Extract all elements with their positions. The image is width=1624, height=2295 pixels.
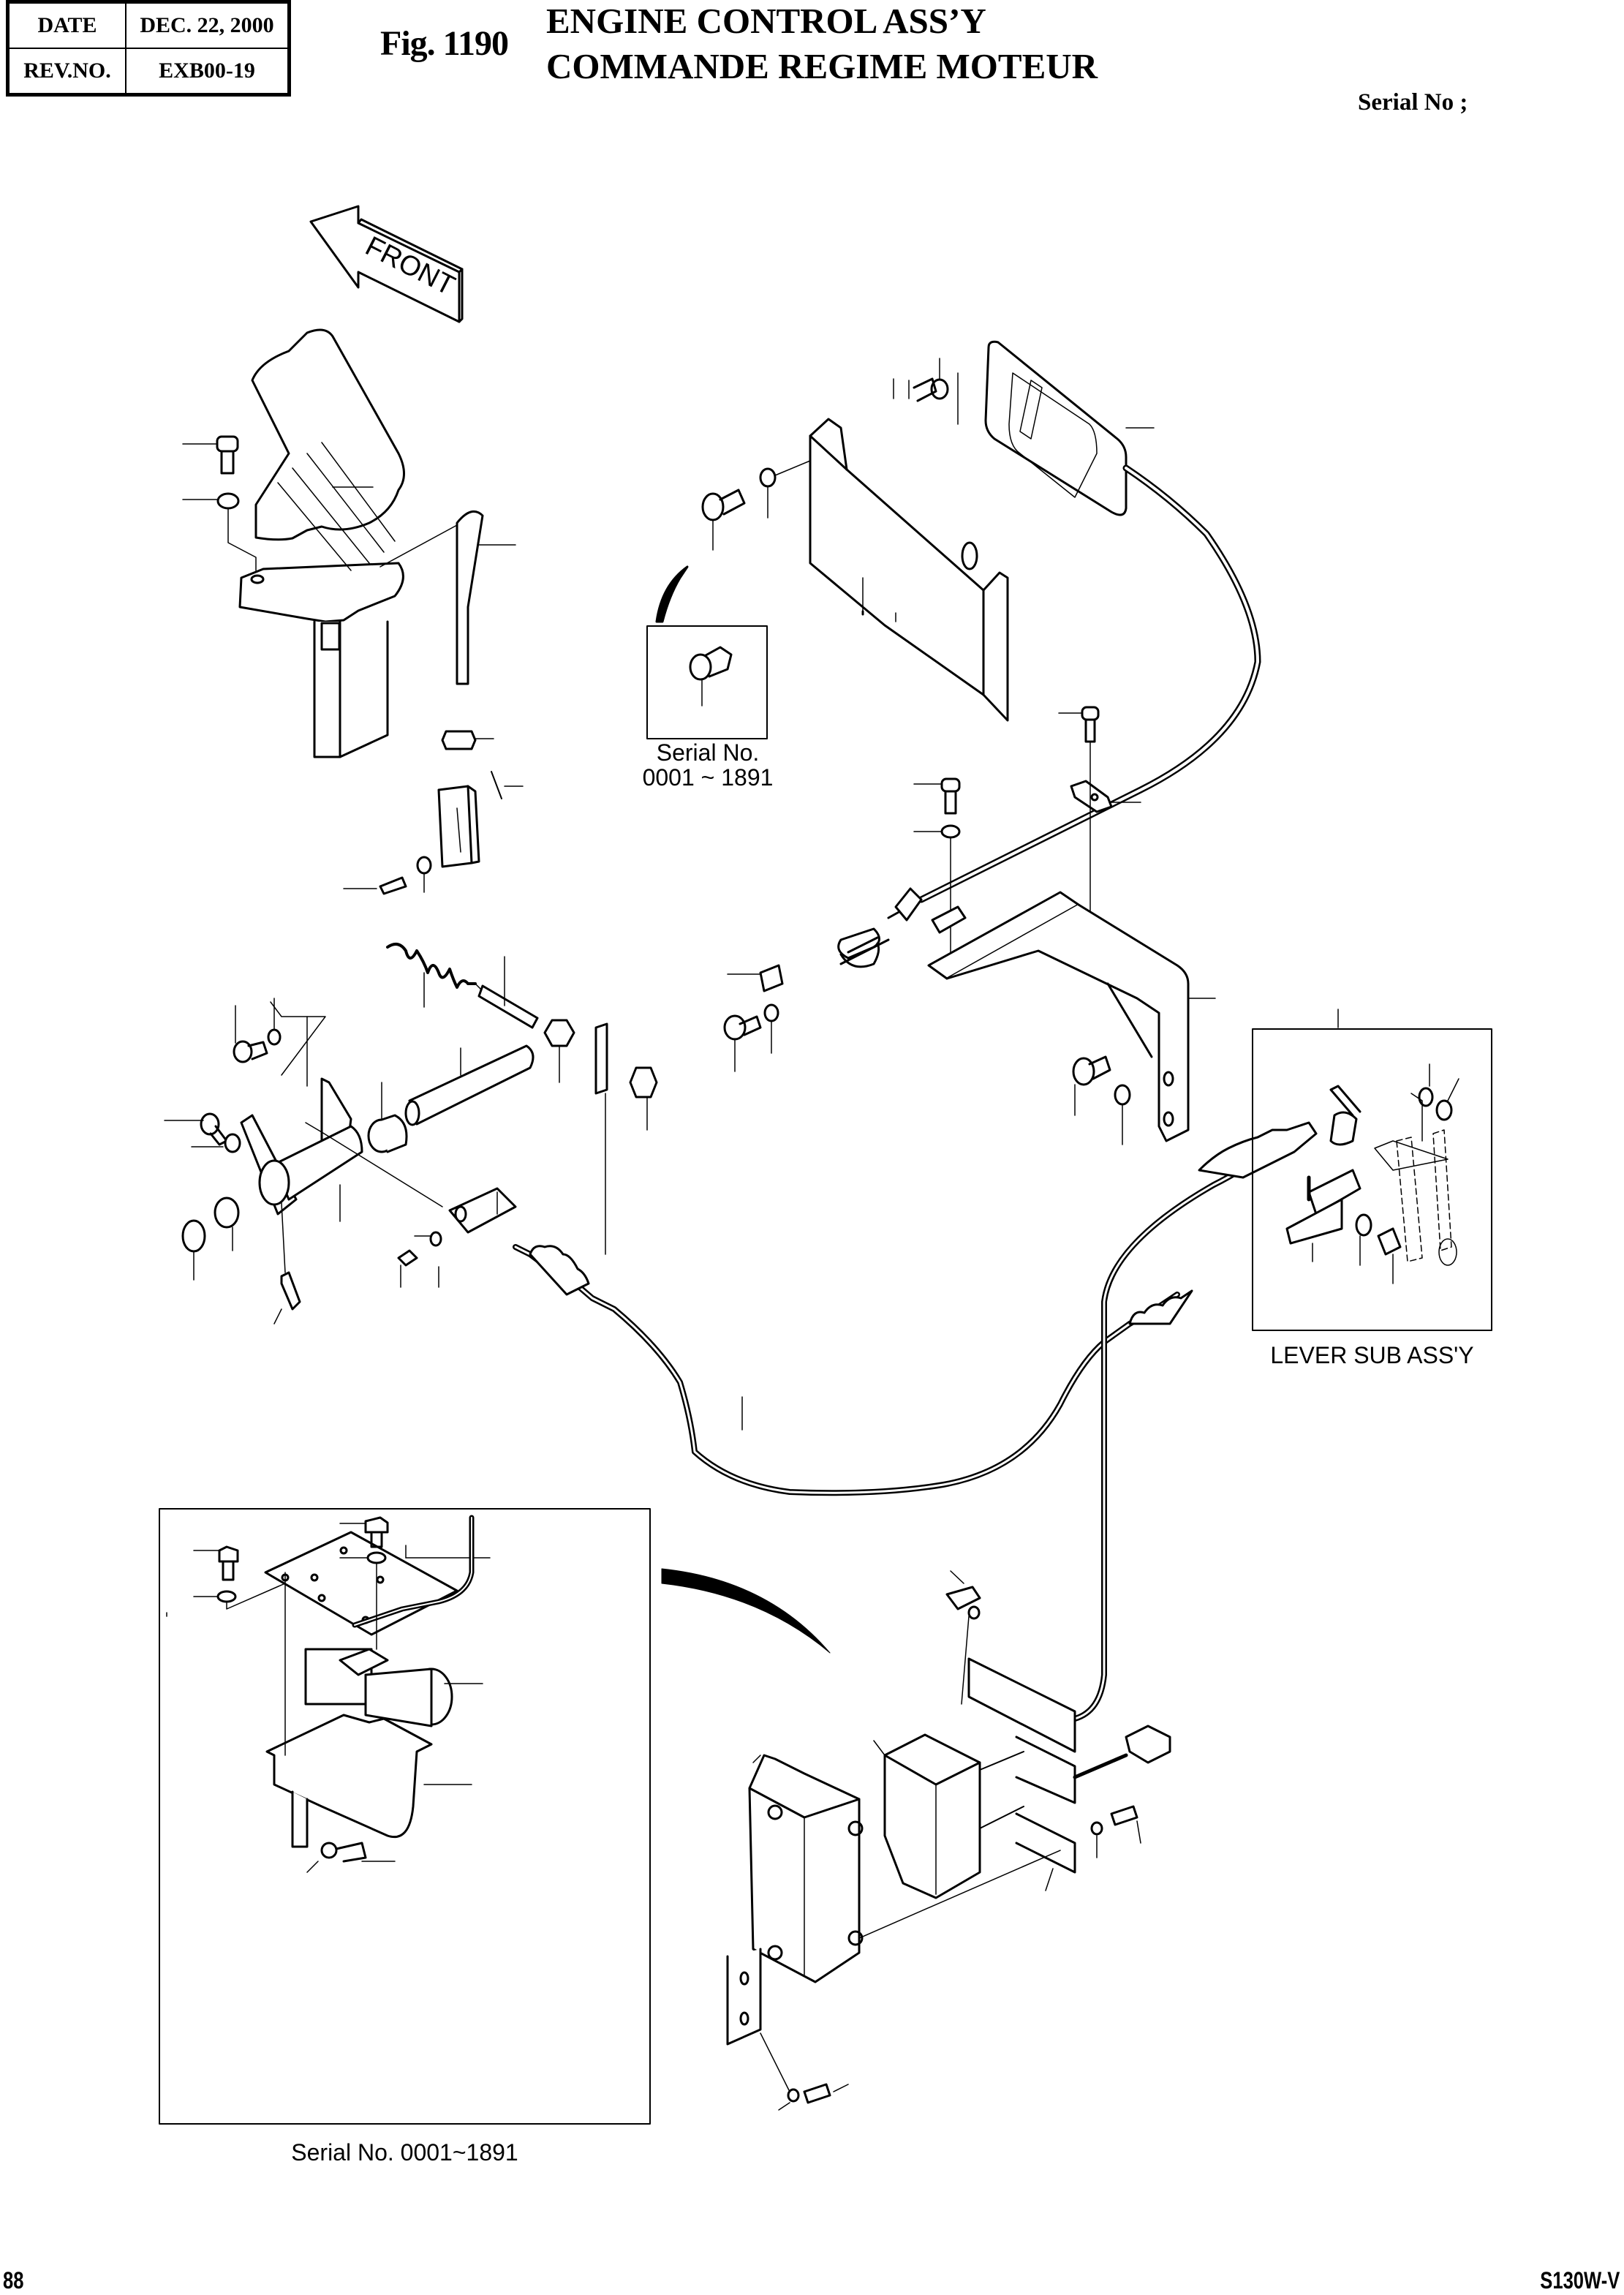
front-arrow-icon: FRONT xyxy=(309,205,464,323)
bolt-inset-box xyxy=(646,565,768,739)
shaft-pipe xyxy=(404,1044,535,1126)
actuator-inset-caption: Serial No. 0001~1891 xyxy=(291,2139,518,2166)
model-number: S130W-V xyxy=(1539,2267,1620,2294)
link-plate xyxy=(594,1022,658,1255)
detail-callout-arrow-icon xyxy=(661,1568,831,1654)
control-cable-upper xyxy=(887,464,1261,919)
lever-shaft xyxy=(240,1001,443,1324)
bolt-inset-caption-line2: 0001 ~ 1891 xyxy=(642,764,774,791)
title-english: ENGINE CONTROL ASS’Y xyxy=(546,1,986,41)
rev-value: EXB00-19 xyxy=(125,48,290,96)
bushing xyxy=(181,1082,408,1281)
clevis xyxy=(343,771,524,895)
actuator-inset-box xyxy=(159,1508,651,2125)
date-label: DATE xyxy=(7,1,126,49)
page-number: 88 xyxy=(3,2267,24,2294)
cable-plate xyxy=(893,340,1155,516)
bolt-inset-caption-line1: Serial No. xyxy=(656,739,760,766)
figure-number: Fig. 1190 xyxy=(380,24,509,63)
title-french: COMMANDE REGIME MOTEUR xyxy=(546,46,1098,86)
actuator-assembly xyxy=(726,1570,1171,2111)
cable-clamp xyxy=(913,706,1141,973)
control-cable xyxy=(513,1244,1193,1496)
bracket-bolt-icon xyxy=(701,460,811,551)
revision-table: DATE DEC. 22, 2000 REV.NO. EXB00-19 xyxy=(6,0,291,97)
lever-bolts-icon xyxy=(164,998,282,1153)
mounting-bracket-cover xyxy=(809,418,1009,722)
control-cable-lower xyxy=(1072,1009,1339,1722)
serial-number-label: Serial No ; xyxy=(1358,89,1468,116)
rev-row: REV.NO. EXB00-19 xyxy=(7,48,290,96)
date-value: DEC. 22, 2000 xyxy=(125,1,290,49)
cable-end-clevis xyxy=(723,887,967,1072)
pedal-bolt-icon xyxy=(182,435,257,571)
lever-sub-assy-caption: LEVER SUB ASS'Y xyxy=(1270,1342,1474,1368)
support-bracket xyxy=(927,891,1216,1145)
return-spring xyxy=(386,943,487,1008)
cable-end-clevis-left xyxy=(397,1187,517,1288)
bolt-inset-caption: Serial No. 0001 ~ 1891 xyxy=(642,740,774,790)
adjust-bolt xyxy=(477,956,575,1083)
lever-sub-assy-box xyxy=(1252,1028,1492,1331)
rev-label: REV.NO. xyxy=(7,48,126,96)
date-row: DATE DEC. 22, 2000 xyxy=(7,1,290,49)
pedal-rod xyxy=(379,510,516,750)
accelerator-pedal xyxy=(238,328,405,758)
